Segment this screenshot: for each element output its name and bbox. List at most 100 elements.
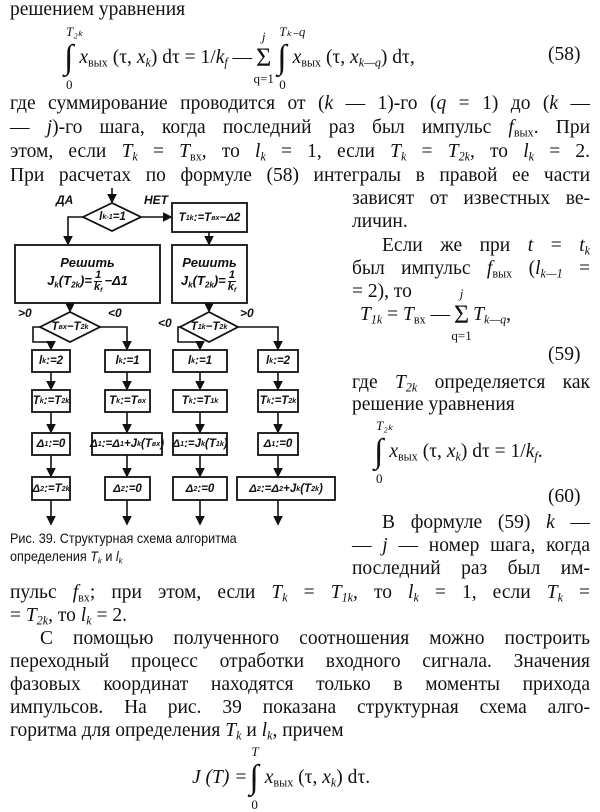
process-box-outline [171, 244, 248, 304]
math-symbol: k [227, 281, 234, 293]
math-symbol: J [130, 438, 138, 450]
subscript: k [86, 613, 92, 628]
math-symbol: T [130, 395, 138, 407]
figure-caption: Рис. 39. Структурная схема алгоритма [10, 530, 237, 546]
process-box-outline [172, 389, 228, 413]
math-symbol: j [382, 535, 388, 556]
math-symbol: j [46, 117, 53, 138]
decision-diamond-outline [37, 310, 103, 344]
math-symbol: T [390, 141, 401, 162]
math-symbol: l [265, 355, 270, 367]
math-symbol: k [546, 512, 555, 533]
math-symbol: T [178, 211, 186, 224]
process-box-outline [172, 432, 228, 456]
branch-label: <0 [158, 316, 172, 330]
connector-arrow [238, 326, 283, 351]
process-box-outline [171, 202, 248, 233]
text-line: — j)-го шага, когда последний раз был им… [10, 117, 591, 140]
subscript: k [330, 775, 337, 790]
math-symbol: x [389, 441, 398, 462]
text-line: решение уравнения [352, 394, 515, 415]
subscript: k [260, 149, 266, 164]
subscript: k [413, 590, 419, 605]
math-symbol: t [527, 235, 534, 256]
lower-limit: 0 [376, 471, 383, 486]
text-line: зависят от известных ве- [352, 188, 590, 209]
denominator: kf [227, 281, 237, 295]
math-symbol: k [93, 281, 101, 293]
subscript: f [100, 287, 103, 295]
subscript: f [534, 449, 538, 464]
subscript: вх [413, 312, 426, 327]
subscript: k [455, 449, 461, 464]
process-box-outline [31, 349, 71, 373]
upper-limit: T₂ₖ [376, 418, 394, 433]
subscript: k—1 [540, 266, 563, 281]
eq58-rhs: xвых (τ, xk—q) dτ, [292, 47, 415, 70]
subscript: k [528, 149, 535, 164]
math-symbol: l [255, 141, 261, 162]
text-line: где T2k определяется как [352, 372, 590, 395]
text-line: — j — номер шага, когда [352, 535, 590, 556]
process-box-outline [31, 389, 71, 413]
math-symbol: T [304, 482, 312, 495]
subscript: 2k [405, 380, 418, 395]
text-line: был импульс fвых (lk—1 = [352, 258, 591, 281]
branch-label: >0 [18, 306, 32, 320]
math-symbol: T [196, 272, 205, 288]
sum-lower: q=1 [451, 328, 472, 343]
branch-label: <0 [108, 306, 122, 320]
subscript: f [233, 287, 237, 295]
text-line: решением уравнения [10, 0, 186, 20]
subscript: k [236, 728, 242, 743]
math-symbol: T [25, 605, 37, 626]
math-symbol: x [136, 47, 146, 68]
math-symbol: T [447, 141, 459, 162]
process-box-outline [236, 476, 336, 501]
process-box-outline [172, 349, 228, 373]
process-box-outline [31, 432, 71, 456]
text-line: горитма для определения Tk и lk, причем [10, 720, 344, 743]
sum-upper: j [261, 29, 266, 44]
process-box-outline [104, 476, 151, 501]
text-line: личин. [352, 211, 408, 232]
math-symbol: l [408, 582, 414, 603]
math-symbol: T [281, 395, 289, 407]
text-line: где суммирование проводится от (k — 1)-г… [10, 93, 590, 114]
subscript: 2k [71, 280, 81, 290]
connector-arrow [32, 326, 56, 351]
math-symbol: x [79, 47, 88, 68]
process-box-outline [91, 432, 163, 456]
process-box-outline [172, 476, 228, 501]
math-symbol: J [194, 438, 202, 450]
math-symbol: T [144, 438, 152, 450]
subscript: k [400, 149, 407, 164]
connector-arrow [63, 216, 83, 246]
flowchart-lines [14, 188, 336, 526]
decision-diamond-outline [178, 310, 240, 344]
math-symbol: T [109, 395, 117, 407]
process-box-outline [257, 349, 299, 373]
math-symbol: T [181, 395, 189, 407]
math-symbol: l [115, 355, 119, 367]
subscript: f [224, 55, 228, 70]
subscript: вых [273, 775, 294, 790]
subscript: k [557, 590, 563, 605]
yes-label: ДА [56, 193, 74, 207]
text-line: В формуле (59) k — [382, 512, 591, 533]
